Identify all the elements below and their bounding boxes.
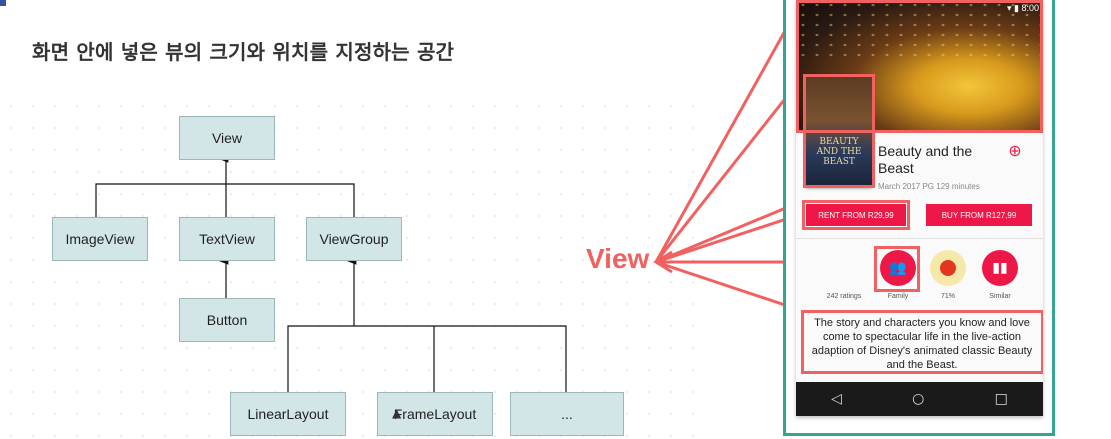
back-icon[interactable]: ◁ xyxy=(831,391,842,407)
bookmark-icon[interactable]: ⊕ xyxy=(1008,141,1022,160)
node-view: View xyxy=(179,116,275,160)
battery-icon: ▮ xyxy=(1014,3,1019,13)
highlight-poster xyxy=(803,74,875,188)
similar-label: Similar xyxy=(989,293,1011,300)
rent-button[interactable]: RENT FROM R29,99 xyxy=(806,204,906,226)
node-framelayout: FrameLayout xyxy=(377,392,493,436)
phone-screen: ▾ ▮ 8:00 BEAUTY AND THE BEAST Beauty and… xyxy=(796,0,1043,416)
corner-mark xyxy=(0,0,6,6)
recents-icon[interactable]: □ xyxy=(994,391,1008,407)
similar-icon[interactable]: ▮▮ xyxy=(982,250,1018,286)
mouse-cursor-icon: ▲ xyxy=(392,406,402,420)
nav-bar: ◁ ○ □ xyxy=(796,382,1043,416)
node-more: ... xyxy=(510,392,624,436)
divider xyxy=(796,238,1043,239)
wifi-icon: ▾ xyxy=(1006,3,1012,13)
family-label: Family xyxy=(887,293,909,300)
status-time: 8:00 xyxy=(1021,3,1039,13)
highlight-rent-button xyxy=(802,200,910,230)
node-textview: TextView xyxy=(179,217,275,261)
grid-background xyxy=(0,95,700,439)
status-bar: ▾ ▮ 8:00 xyxy=(1007,3,1039,14)
node-viewgroup: ViewGroup xyxy=(306,217,402,261)
node-button: Button xyxy=(179,298,275,342)
buy-button[interactable]: BUY FROM R127,99 xyxy=(926,204,1032,226)
highlight-description xyxy=(801,310,1043,374)
node-imageview: ImageView xyxy=(52,217,148,261)
connector-level1 xyxy=(95,183,355,217)
tomato-icon[interactable] xyxy=(930,250,966,286)
rating-percent: 71% xyxy=(940,293,955,300)
ratings-count: 242 ratings xyxy=(826,293,862,300)
poster-title: BEAUTY AND THE BEAST xyxy=(816,137,862,167)
slide-heading: 화면 안에 넣은 뷰의 크기와 위치를 지정하는 공간 xyxy=(32,40,455,64)
view-callout-label: View xyxy=(586,243,650,274)
callout-arrowhead xyxy=(653,250,673,274)
connector-layouts xyxy=(287,325,567,392)
movie-description: The story and characters you know and lo… xyxy=(811,317,1033,371)
node-linearlayout: LinearLayout xyxy=(230,392,346,436)
family-icon[interactable]: 👥 xyxy=(880,250,916,286)
highlight-hero xyxy=(796,0,1043,133)
movie-title: Beauty and the Beast xyxy=(878,143,973,176)
movie-meta: March 2017 PG 129 minutes xyxy=(878,182,980,191)
home-icon[interactable]: ○ xyxy=(912,391,925,407)
highlight-family-icon xyxy=(874,246,920,292)
hero-lights xyxy=(796,0,1043,60)
